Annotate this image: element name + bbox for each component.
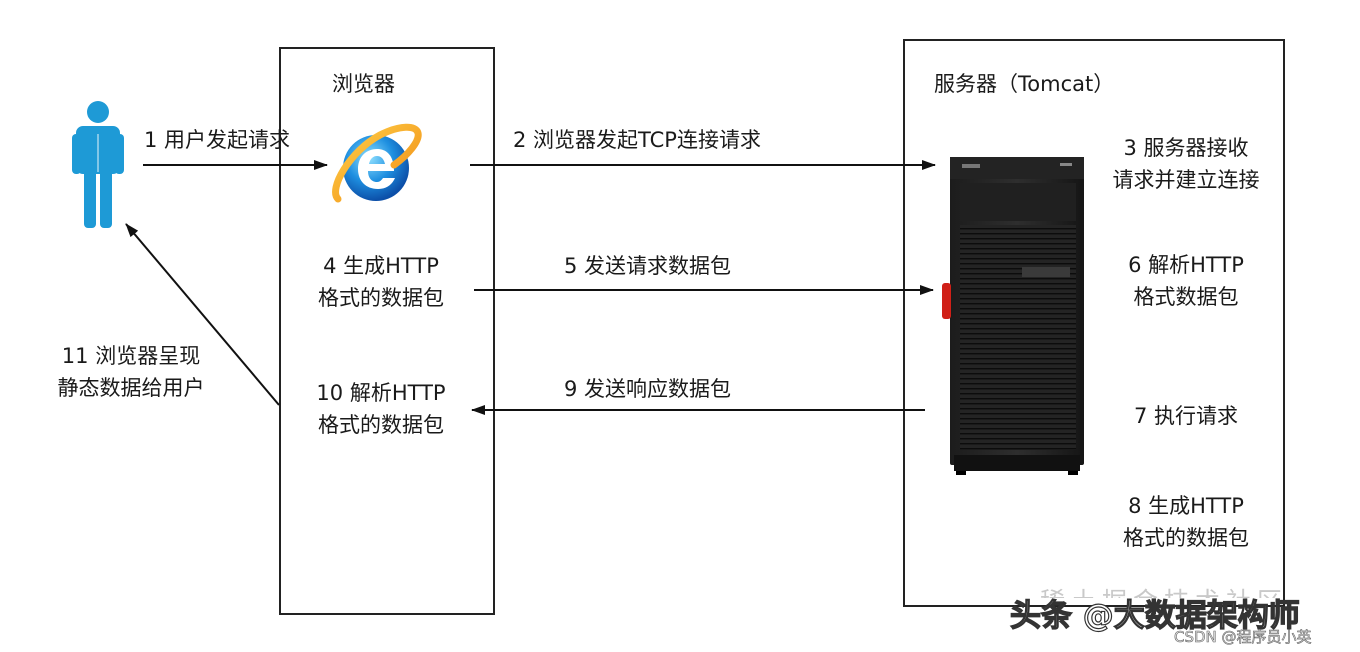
browser-title: 浏览器 <box>332 68 395 100</box>
server-step-8: 8 生成HTTP 格式的数据包 <box>1095 490 1277 554</box>
arrow-2-label: 2 浏览器发起TCP连接请求 <box>513 124 761 156</box>
arrow-1-label: 1 用户发起请求 <box>144 124 290 156</box>
browser-step-4: 4 生成HTTP 格式的数据包 <box>296 250 466 314</box>
server-step-3-line2: 请求并建立连接 <box>1095 164 1277 196</box>
browser-step-4-line2: 格式的数据包 <box>296 282 466 314</box>
server-step-7: 7 执行请求 <box>1095 400 1277 432</box>
person-icon <box>72 100 124 230</box>
server-tower-icon <box>942 155 1092 475</box>
browser-step-10-line2: 格式的数据包 <box>296 409 466 441</box>
server-step-6-line1: 6 解析HTTP <box>1095 249 1277 281</box>
browser-step-10-line1: 10 解析HTTP <box>296 377 466 409</box>
arrow-11-label-line1: 11 浏览器呈现 <box>44 340 218 372</box>
server-step-6: 6 解析HTTP 格式数据包 <box>1095 249 1277 313</box>
browser-step-4-line1: 4 生成HTTP <box>296 250 466 282</box>
browser-step-10: 10 解析HTTP 格式的数据包 <box>296 377 466 441</box>
arrow-11-label-line2: 静态数据给用户 <box>44 372 218 404</box>
watermark-csdn: CSDN @程序员小英 <box>1174 626 1312 647</box>
server-step-3-line1: 3 服务器接收 <box>1095 132 1277 164</box>
server-step-6-line2: 格式数据包 <box>1095 281 1277 313</box>
server-step-8-line1: 8 生成HTTP <box>1095 490 1277 522</box>
internet-explorer-icon <box>330 121 422 211</box>
arrow-9-label: 9 发送响应数据包 <box>564 373 731 405</box>
arrow-5-label: 5 发送请求数据包 <box>564 250 731 282</box>
server-step-3: 3 服务器接收 请求并建立连接 <box>1095 132 1277 196</box>
server-step-8-line2: 格式的数据包 <box>1095 522 1277 554</box>
arrow-11-label: 11 浏览器呈现 静态数据给用户 <box>44 340 218 404</box>
server-title: 服务器（Tomcat） <box>934 68 1114 100</box>
